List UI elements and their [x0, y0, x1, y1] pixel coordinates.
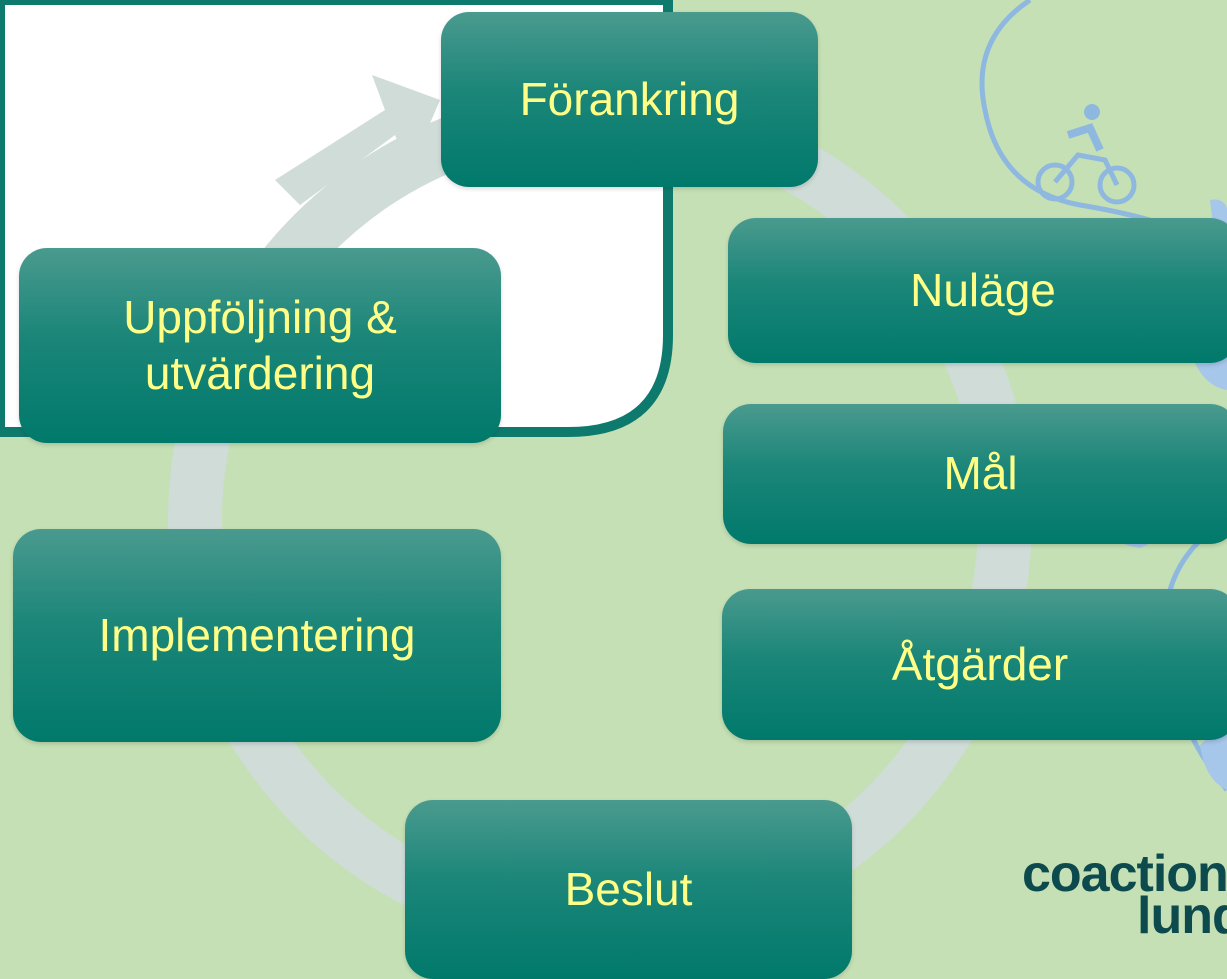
stage-uppfoljning: Uppföljning & utvärdering — [19, 248, 501, 443]
stage-label: Mål — [943, 447, 1018, 500]
stage-label: Åtgärder — [891, 637, 1069, 690]
logo-bottom: lund — [1137, 887, 1227, 945]
stage-nulage: Nuläge — [728, 218, 1227, 363]
stage-label: Förankring — [519, 72, 740, 125]
stage-implementering: Implementering — [13, 529, 501, 742]
cyclist-icon — [1035, 104, 1137, 205]
stage-label: Uppföljning & utvärdering — [123, 291, 397, 399]
cycle-arrow-icon — [275, 75, 440, 205]
stage-beslut: Beslut — [405, 800, 852, 979]
stage-atgarder: Åtgärder — [722, 589, 1227, 740]
coaction-lund-logo: coaction lund — [1022, 845, 1227, 942]
stage-forankring: Förankring — [441, 12, 818, 187]
logo-top: coaction — [1022, 845, 1227, 903]
stage-label: Implementering — [98, 608, 416, 661]
stage-mal: Mål — [723, 404, 1227, 544]
stage-label: Beslut — [564, 862, 693, 915]
stage-label: Nuläge — [910, 263, 1056, 316]
